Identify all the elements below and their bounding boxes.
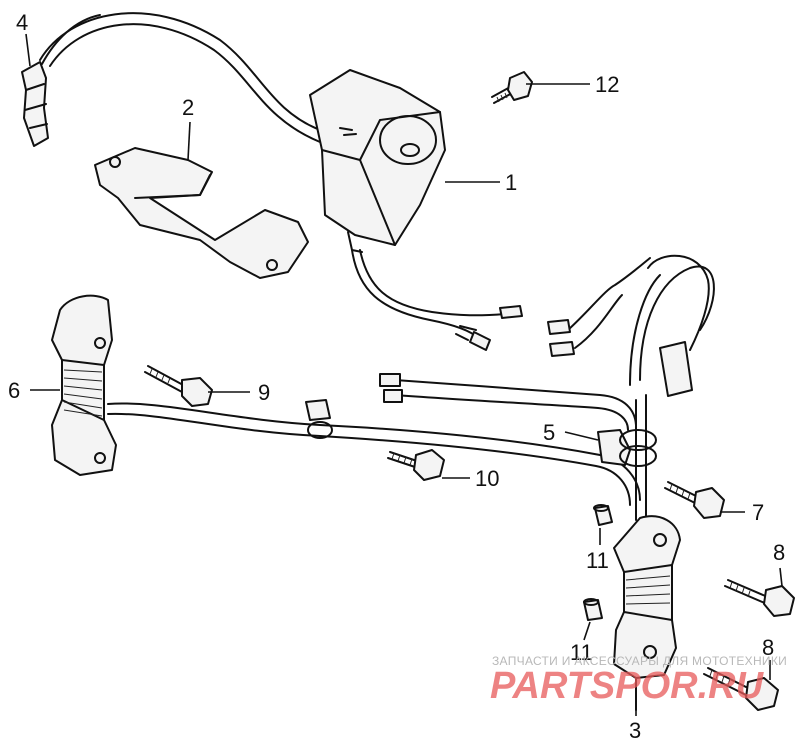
callout-8-upper: 8 — [773, 540, 785, 565]
callout-9: 9 — [258, 380, 270, 405]
bolt-7 — [664, 481, 725, 519]
coil-wires — [351, 249, 523, 351]
bolt-9 — [144, 365, 213, 407]
callout-3: 3 — [629, 718, 641, 743]
coil-bracket — [94, 147, 309, 279]
bolt-10 — [387, 449, 445, 481]
watermark-tagline: ЗАПЧАСТИ И АКСЕССУАРЫ ДЛЯ МОТОТЕХНИКИ — [492, 654, 787, 668]
exciter-coil-left — [51, 294, 117, 476]
bolt-8-upper — [724, 579, 795, 617]
spark-plug-cap — [21, 14, 101, 147]
leader-lines — [25, 33, 783, 716]
ignition-coil — [309, 69, 446, 253]
callout-1: 1 — [505, 170, 517, 195]
harness-clamp — [597, 429, 657, 467]
callout-12: 12 — [595, 72, 619, 97]
callout-11-upper: 11 — [586, 548, 609, 573]
bolt-12 — [491, 71, 533, 104]
callout-8-lower: 8 — [762, 635, 774, 660]
callout-10: 10 — [475, 466, 499, 491]
watermark-logo: PARTSPOR.RU — [490, 665, 765, 707]
wire-harness — [107, 254, 715, 521]
callout-7: 7 — [752, 500, 764, 525]
collar-11-lower — [583, 598, 603, 621]
callout-4: 4 — [16, 10, 28, 35]
high-tension-lead — [39, 12, 321, 143]
callout-2: 2 — [182, 95, 194, 120]
callout-5: 5 — [543, 420, 555, 445]
harness-clip — [305, 399, 333, 439]
bolt-8-lower — [703, 667, 779, 711]
callout-6: 6 — [8, 378, 20, 403]
callout-11-lower: 11 — [570, 640, 593, 665]
collar-11-upper — [593, 504, 613, 526]
exciter-coil-right — [613, 515, 681, 711]
